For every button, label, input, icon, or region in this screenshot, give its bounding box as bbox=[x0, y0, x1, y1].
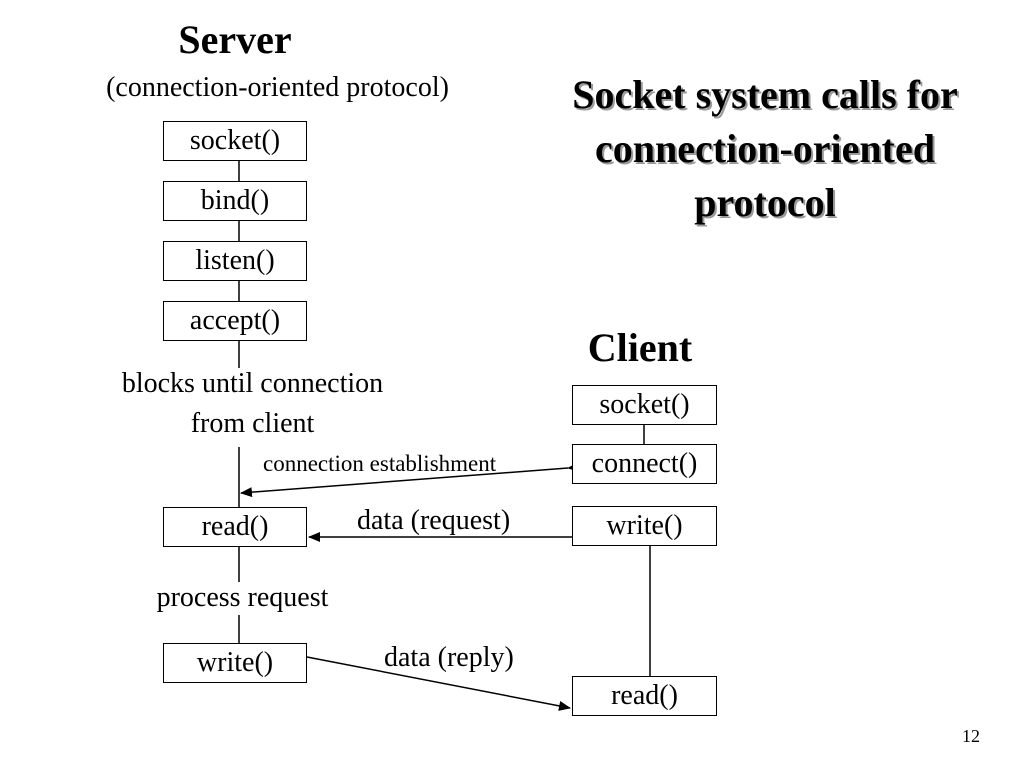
server-read-box: read() bbox=[163, 507, 307, 547]
page-number: 12 bbox=[962, 726, 980, 746]
server-bind-box: bind() bbox=[163, 181, 307, 221]
data-request-label: data (request) bbox=[357, 505, 511, 536]
data-reply-label: data (reply) bbox=[384, 642, 514, 673]
slide-title-line: protocol bbox=[694, 180, 836, 225]
process-request-note: process request bbox=[156, 582, 329, 613]
connection-establishment-arrow bbox=[240, 462, 580, 498]
blocks-note-line: blocks until connection bbox=[121, 368, 384, 399]
client-connect-box: connect() bbox=[572, 444, 717, 484]
server-accept-box: accept() bbox=[163, 301, 307, 341]
blocks-note-line: from client bbox=[190, 408, 315, 439]
server-write-box: write() bbox=[163, 643, 307, 683]
server-listen-box: listen() bbox=[163, 241, 307, 281]
slide-title-line: Socket system calls for bbox=[572, 72, 958, 117]
slide-title-line: connection-oriented bbox=[595, 126, 935, 171]
client-read-box: read() bbox=[572, 676, 717, 716]
slide-title: Socket system calls for connection-orien… bbox=[530, 68, 1000, 230]
server-title: Server bbox=[178, 17, 292, 62]
connection-establishment-label: connection establishment bbox=[263, 451, 497, 476]
server-subtitle: (connection-oriented protocol) bbox=[106, 72, 449, 103]
client-socket-box: socket() bbox=[572, 385, 717, 425]
client-write-box: write() bbox=[572, 506, 717, 546]
server-socket-box: socket() bbox=[163, 121, 307, 161]
data-reply-arrow bbox=[306, 656, 571, 711]
client-title: Client bbox=[587, 325, 693, 370]
blocks-until-connection-note: blocks until connection from client bbox=[80, 364, 425, 444]
